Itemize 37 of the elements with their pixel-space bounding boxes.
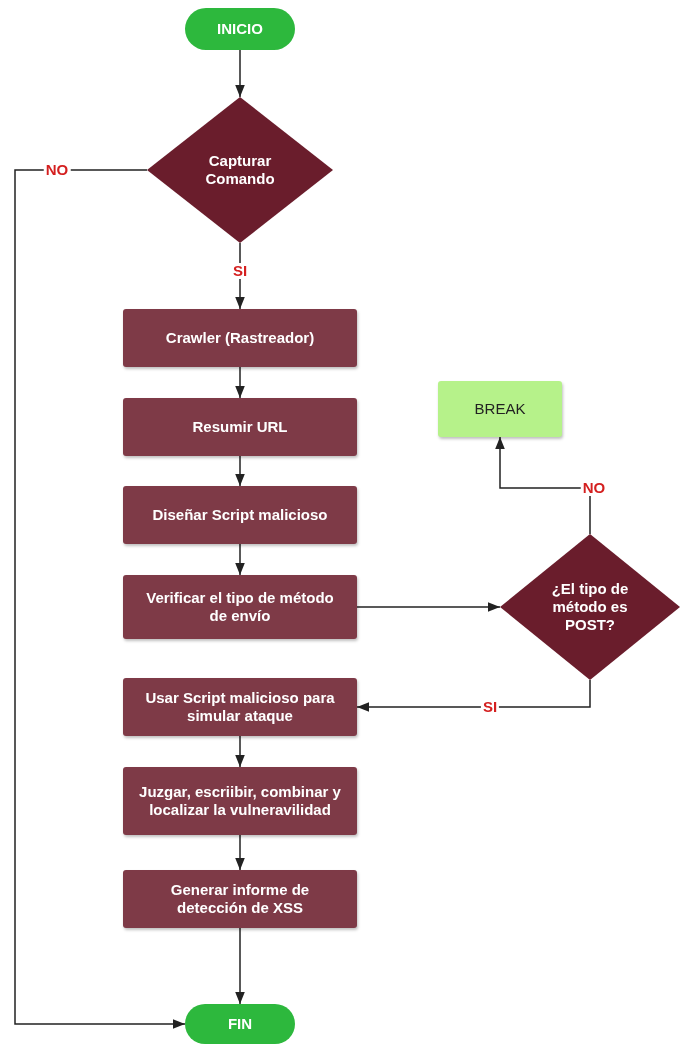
node-text: Juzgar, escriibir, combinar y localizar la vulneravilidad bbox=[138, 783, 342, 819]
node-text: Diseñar Script malicioso bbox=[152, 506, 328, 524]
process-box bbox=[123, 767, 357, 835]
node-text: Verificar el tipo de método de envío bbox=[145, 589, 335, 625]
arrow bbox=[235, 735, 245, 768]
node-text: Resumir URL bbox=[192, 418, 288, 436]
process-box bbox=[123, 678, 357, 736]
arrow bbox=[14, 169, 186, 1029]
node-text: Usar Script malicioso para simular ataque bbox=[144, 689, 336, 725]
terminal-pill bbox=[185, 8, 295, 50]
node-text: FIN bbox=[227, 1015, 253, 1033]
node-text: Capturar Comando bbox=[204, 152, 276, 188]
node-text: Crawler (Rastreador) bbox=[165, 329, 315, 347]
process-box bbox=[123, 870, 357, 928]
edge-label: NO bbox=[43, 162, 71, 178]
arrow bbox=[235, 366, 245, 399]
node-text: INICIO bbox=[217, 20, 263, 38]
arrow bbox=[356, 602, 501, 612]
arrow bbox=[235, 455, 245, 487]
edge-label: SI bbox=[480, 699, 500, 715]
end-box bbox=[438, 381, 562, 437]
process-box bbox=[123, 398, 357, 456]
arrow bbox=[235, 49, 245, 98]
node-text: Generar informe de detección de XSS bbox=[169, 881, 311, 917]
terminal-pill bbox=[185, 1004, 295, 1044]
process-box bbox=[123, 309, 357, 367]
process-box bbox=[123, 486, 357, 544]
arrow bbox=[235, 543, 245, 576]
edge-label: NO bbox=[580, 480, 608, 496]
arrow bbox=[356, 679, 591, 712]
node-text: ¿El tipo de método es POST? bbox=[550, 580, 630, 634]
process-box bbox=[123, 575, 357, 639]
node-text: BREAK bbox=[474, 400, 526, 418]
arrow bbox=[235, 834, 245, 871]
arrow bbox=[495, 436, 591, 535]
edge-label: SI bbox=[230, 263, 250, 279]
arrow bbox=[235, 927, 245, 1005]
